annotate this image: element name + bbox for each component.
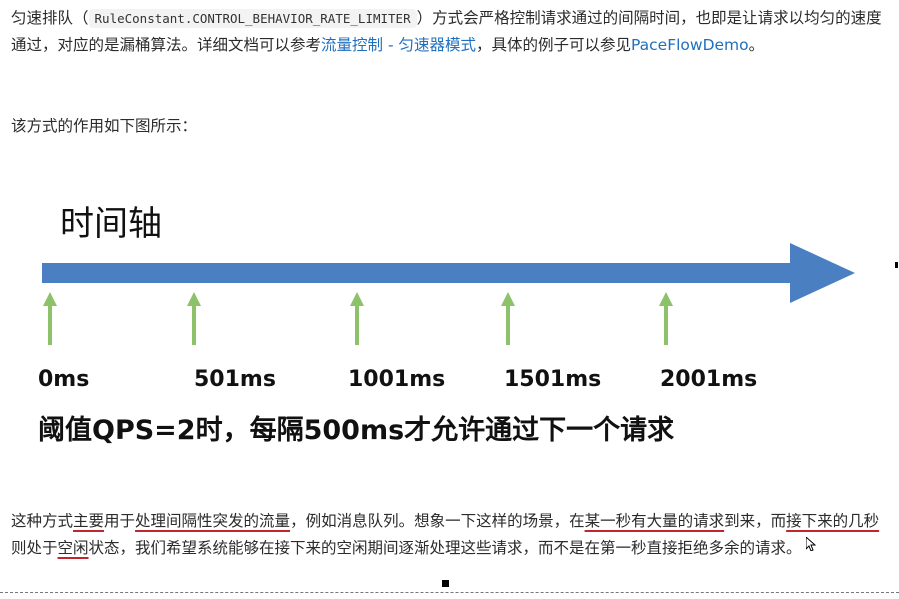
expl-text-6: 状态，我们希望系统能够在接下来的空闲期间逐渐处理这些请求，而不是在第一秒直接拒绝… [88, 539, 802, 557]
intro-text-3: ，具体的例子可以参见 [475, 36, 631, 54]
underlined-phrase-5: 空闲 [57, 539, 89, 557]
intro-text-2: ）方式会严格控制请求通过的间隔时间，也即是让请求以均匀的速度通过，对应的是漏桶算… [11, 9, 882, 54]
selection-handle-icon [442, 580, 449, 587]
tick-arrow-2 [350, 292, 364, 345]
tick-arrow-1 [187, 292, 201, 345]
tick-label-3: 1501ms [504, 367, 601, 392]
expl-text-4: 到来，而 [724, 512, 787, 530]
pace-flow-demo-link[interactable]: PaceFlowDemo [630, 36, 749, 54]
selection-border [0, 592, 899, 593]
tick-arrow-0 [43, 292, 57, 345]
tick-label-0: 0ms [38, 367, 89, 392]
underlined-phrase-2: 处理间隔性突发的流量 [135, 512, 291, 530]
expl-text-5: 则处于 [11, 539, 58, 557]
figure-caption: 该方式的作用如下图所示： [11, 117, 198, 135]
axis-title: 时间轴 [60, 204, 162, 244]
tick-label-2: 1001ms [348, 367, 445, 392]
tick-label-1: 501ms [194, 367, 276, 392]
tick-arrow-3 [501, 292, 515, 345]
edge-handle-icon [895, 262, 898, 268]
underlined-phrase-1: 主要 [73, 512, 105, 530]
explanation-paragraph: 这种方式主要用于处理间隔性突发的流量，例如消息队列。想象一下这样的场景，在某一秒… [11, 508, 891, 562]
timeline-arrow-head [790, 243, 855, 303]
tick-arrows [43, 292, 673, 345]
expl-text-1: 这种方式 [11, 512, 74, 530]
intro-paragraph: 匀速排队（RuleConstant.CONTROL_BEHAVIOR_RATE_… [11, 5, 891, 59]
intro-text-4: 。 [748, 36, 765, 54]
tick-label-4: 2001ms [660, 367, 757, 392]
underlined-phrase-3: 某一秒有大量的请求 [584, 512, 725, 530]
rate-limiter-doc-link[interactable]: 流量控制 - 匀速器模式 [321, 36, 476, 54]
expl-text-3: ，例如消息队列。想象一下这样的场景，在 [290, 512, 585, 530]
intro-text-1: 匀速排队（ [11, 9, 89, 27]
expl-text-2: 用于 [104, 512, 136, 530]
tick-arrow-4 [659, 292, 673, 345]
timeline-bar [42, 263, 794, 283]
threshold-note: 阈值QPS=2时，每隔500ms才允许通过下一个请求 [38, 415, 675, 446]
mouse-cursor-icon [806, 537, 816, 551]
timeline-figure: 时间轴 0ms 501ms 1001ms 1501ms 2001ms 阈值QPS… [0, 180, 899, 470]
underlined-phrase-4: 接下来的几秒 [786, 512, 880, 530]
timeline-svg: 0ms 501ms 1001ms 1501ms 2001ms [38, 243, 855, 392]
inline-code: RuleConstant.CONTROL_BEHAVIOR_RATE_LIMIT… [88, 9, 417, 28]
